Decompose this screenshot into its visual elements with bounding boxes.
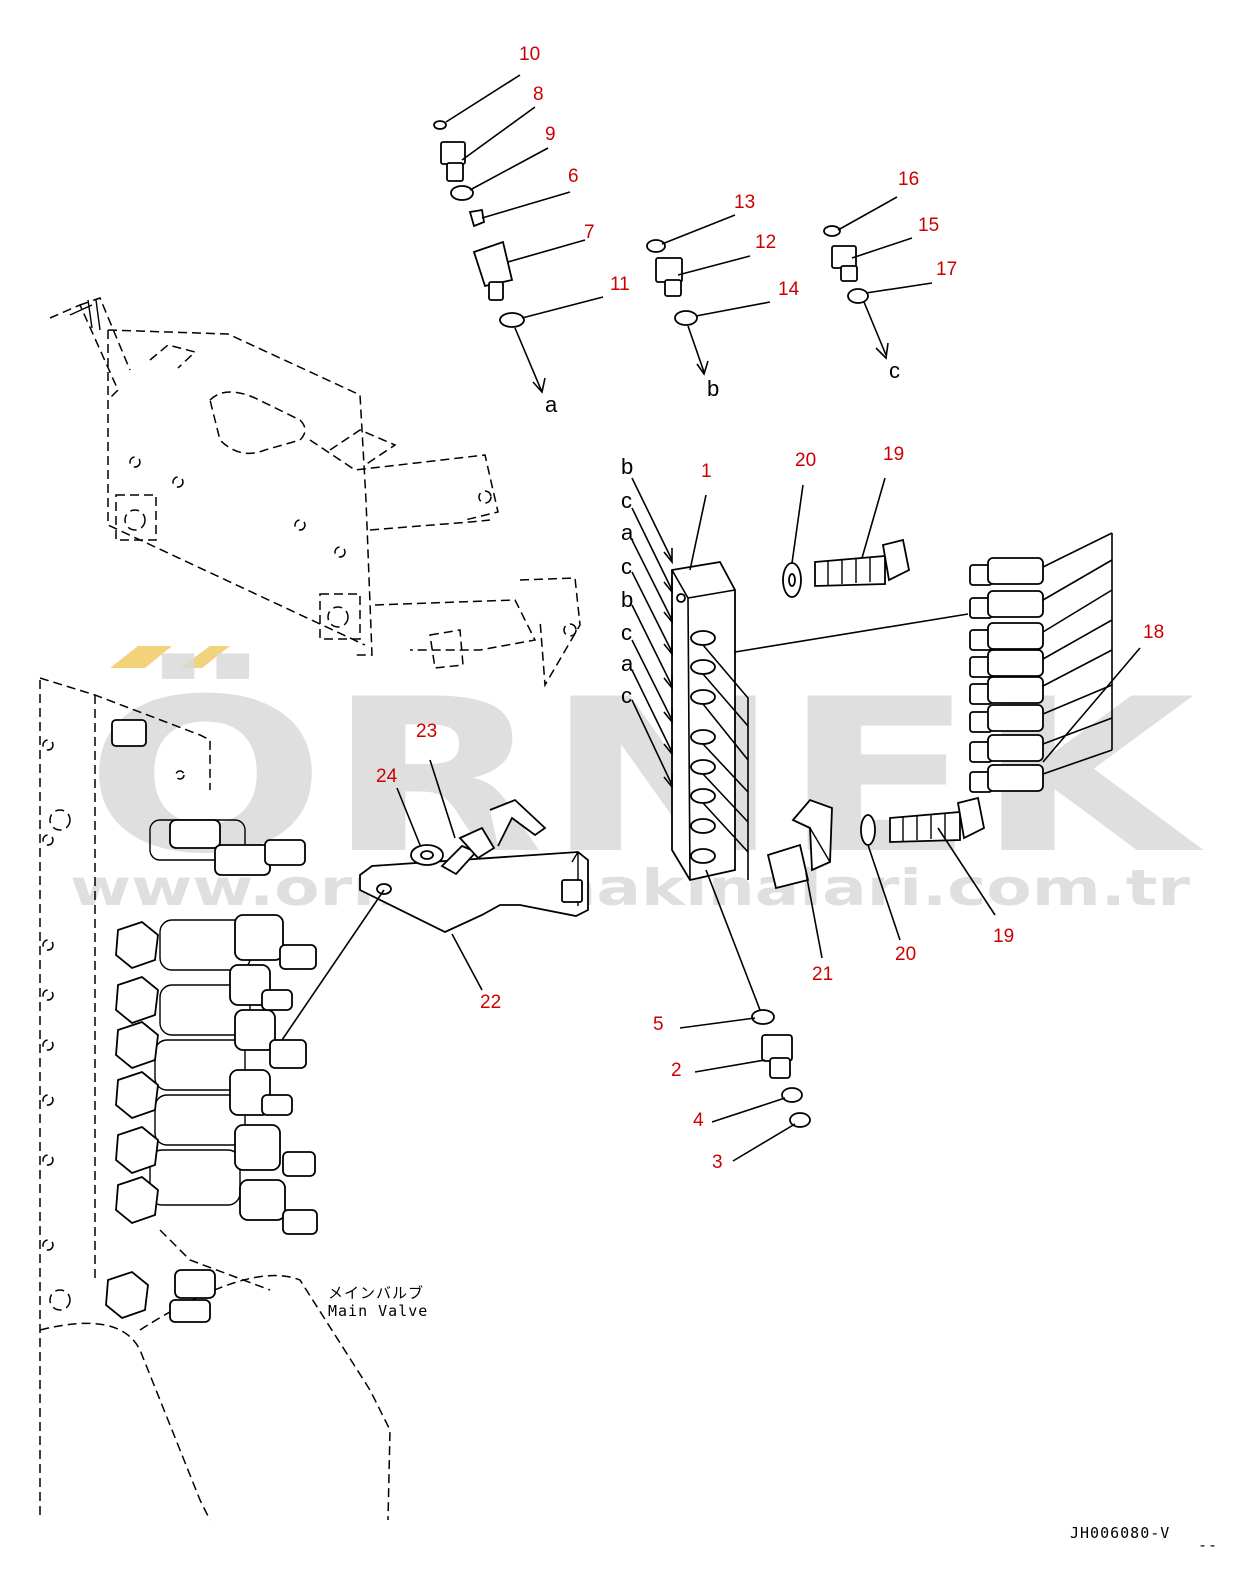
port-letter-c1: c bbox=[621, 488, 632, 513]
callout-3: 3 bbox=[712, 1152, 723, 1173]
callout-9: 9 bbox=[545, 124, 556, 145]
port-letter-b1: b bbox=[621, 454, 633, 479]
clamp bbox=[766, 798, 833, 890]
callout-19-bottom: 19 bbox=[993, 926, 1014, 947]
manifold-block bbox=[671, 561, 736, 882]
port-letter-c2: c bbox=[621, 554, 632, 579]
corner-mark: -- bbox=[1198, 1536, 1218, 1554]
letter-b-top: b bbox=[707, 376, 719, 401]
callout-16: 16 bbox=[898, 169, 919, 190]
callout-22: 22 bbox=[480, 992, 501, 1013]
callout-17: 17 bbox=[936, 259, 957, 280]
upper-bracket-assembly bbox=[49, 297, 581, 688]
callout-24: 24 bbox=[376, 766, 398, 787]
callout-15: 15 bbox=[918, 215, 939, 236]
sensor bbox=[969, 557, 1044, 586]
sensor bbox=[969, 734, 1044, 763]
lower-fittings bbox=[751, 1009, 811, 1128]
port-letter-c3: c bbox=[621, 620, 632, 645]
callout-2: 2 bbox=[671, 1060, 682, 1081]
callout-20-top: 20 bbox=[795, 450, 816, 471]
callout-5: 5 bbox=[653, 1014, 664, 1035]
callout-7: 7 bbox=[584, 222, 595, 243]
fitting-group-b bbox=[646, 239, 698, 326]
sensor bbox=[969, 590, 1044, 619]
main-valve-body: メインバルブ Main Valve bbox=[39, 677, 428, 1521]
main-valve-label-en: Main Valve bbox=[328, 1302, 428, 1320]
watermark-accent-right bbox=[180, 646, 230, 668]
letter-a-top: a bbox=[545, 392, 558, 417]
mounting-bracket bbox=[359, 798, 589, 933]
callout-21: 21 bbox=[812, 964, 833, 985]
drawing-code: JH006080-V bbox=[1070, 1524, 1170, 1542]
callout-19-top: 19 bbox=[883, 444, 904, 465]
sensor bbox=[969, 764, 1044, 793]
sensor bbox=[969, 704, 1044, 733]
callout-12: 12 bbox=[755, 232, 776, 253]
callout-1: 1 bbox=[701, 461, 712, 482]
port-letter-b2: b bbox=[621, 587, 633, 612]
upper-bolt-washer bbox=[782, 538, 911, 598]
callout-11: 11 bbox=[610, 274, 630, 295]
port-letter-a2: a bbox=[621, 651, 634, 676]
sensor bbox=[969, 649, 1044, 678]
callout-8: 8 bbox=[533, 84, 544, 105]
sensor bbox=[969, 676, 1044, 705]
callout-20-bottom: 20 bbox=[895, 944, 916, 965]
callout-6: 6 bbox=[568, 166, 579, 187]
valve-side-holes bbox=[42, 739, 185, 1311]
main-valve-label-jp: メインバルブ bbox=[328, 1284, 424, 1302]
watermark-accent-left bbox=[110, 646, 172, 668]
callout-numbers: 10 8 9 6 7 11 13 12 14 16 15 17 1 20 19 … bbox=[376, 44, 1164, 1173]
callout-14: 14 bbox=[778, 279, 800, 300]
pressure-sensors bbox=[969, 532, 1113, 793]
sensor bbox=[969, 622, 1044, 651]
valve-spools bbox=[105, 819, 318, 1323]
callout-13: 13 bbox=[734, 192, 755, 213]
port-letters: a b c b c a c b c a c bbox=[545, 358, 900, 708]
callout-23: 23 bbox=[416, 721, 437, 742]
callout-10: 10 bbox=[519, 44, 540, 65]
leader-lines bbox=[281, 74, 1141, 1162]
fitting-group-c bbox=[823, 225, 869, 304]
port-letter-a1: a bbox=[621, 520, 634, 545]
letter-c-top: c bbox=[889, 358, 900, 383]
port-letter-c4: c bbox=[621, 683, 632, 708]
fitting-group-a bbox=[433, 120, 525, 328]
callout-4: 4 bbox=[693, 1110, 704, 1131]
callout-18: 18 bbox=[1143, 622, 1164, 643]
